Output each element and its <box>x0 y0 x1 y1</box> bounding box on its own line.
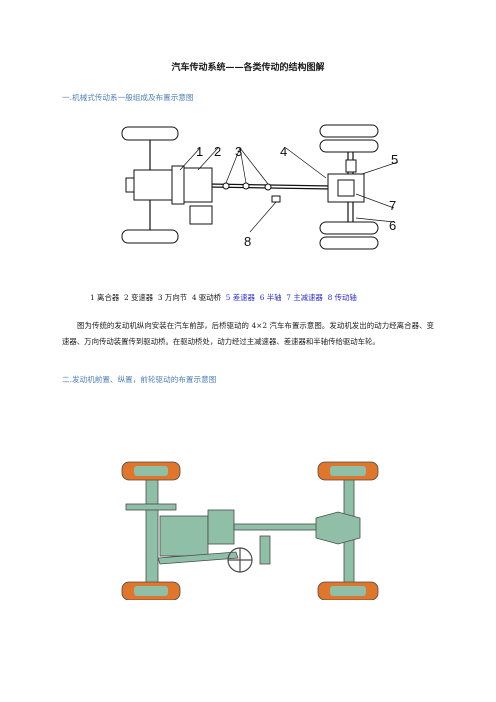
engine-block <box>133 169 173 201</box>
legend-item-differential: 5 差速器 <box>225 293 255 302</box>
callout-7: 7 <box>389 198 396 213</box>
legend-item-gearbox: 2 变速器 <box>123 293 154 302</box>
section-heading-2: 二.发动机前置、纵置，前轮驱动的布置示意图 <box>62 375 217 384</box>
legend-item-ujoint: 3 万向节 <box>157 293 188 302</box>
steering-wheel <box>227 547 253 573</box>
section-heading-1: 一.机械式传动系一般组成及布置示意图 <box>62 93 194 102</box>
front-left-wheel <box>121 126 179 141</box>
legend-item-drive-axle: 4 驱动桥 <box>191 293 222 302</box>
drivetrain-diagram-2 <box>121 461 379 600</box>
engine-block-2 <box>159 515 209 557</box>
rear-left-wheel-outer <box>319 124 379 138</box>
callout-4: 4 <box>280 144 287 159</box>
rear-right-wheel-outer <box>319 221 379 235</box>
gearbox <box>183 167 213 203</box>
figure1-legend: 1 离合器 2 变速器 3 万向节 4 驱动桥 5 差速器 6 半轴 7 主减速… <box>90 292 357 303</box>
page-title: 汽车传动系统——各类传动的结构图解 <box>171 63 325 73</box>
callout-3: 3 <box>235 144 242 159</box>
legend-item-prop-shaft: 8 传动轴 <box>327 293 357 302</box>
callout-1: 1 <box>196 144 203 159</box>
legend-item-clutch: 1 离合器 <box>90 293 120 302</box>
body-paragraph: 图为传统的发动机纵向安装在汽车前部，后桥驱动的 4×2 汽车布置示意图。发动机发… <box>62 321 434 346</box>
drivetrain-diagram-1: 1 2 3 4 5 7 6 8 <box>121 124 398 250</box>
callout-6: 6 <box>389 218 396 233</box>
callout-2: 2 <box>214 144 221 159</box>
differential-2 <box>315 511 361 545</box>
legend-item-main-reducer: 7 主减速器 <box>286 293 323 302</box>
callout-8: 8 <box>244 234 251 249</box>
gearbox-2 <box>207 509 235 545</box>
legend-item-half-shaft: 6 半轴 <box>259 293 282 302</box>
front-right-wheel <box>121 229 179 244</box>
rear-left-wheel-inner <box>319 139 379 153</box>
rear-right-wheel-inner <box>319 236 379 250</box>
callout-5: 5 <box>391 152 398 167</box>
clutch-housing <box>171 165 185 205</box>
